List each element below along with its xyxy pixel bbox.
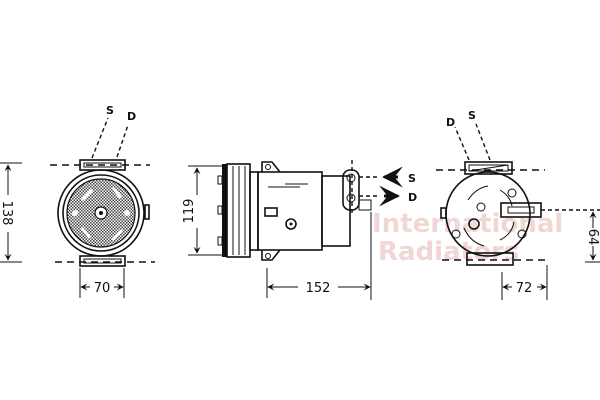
suction-port-label: S — [468, 109, 476, 122]
discharge-arrow-label: D — [408, 191, 417, 204]
suction-arrow-label: S — [408, 172, 416, 185]
length-dimension: 152 — [306, 281, 331, 296]
suction-port-label: S — [106, 104, 114, 117]
svg-text:Radiators: Radiators — [378, 237, 519, 267]
width-dimension: 72 — [516, 281, 533, 296]
side-view: 119 S D 152 — [182, 160, 417, 300]
offset-dimension: 64 — [585, 229, 600, 246]
front-view: S D 138 70 — [0, 104, 155, 298]
width-dimension: 70 — [94, 281, 111, 296]
discharge-port-label: D — [127, 110, 136, 123]
watermark: International Radiators — [372, 209, 563, 267]
height-dimension: 119 — [182, 199, 197, 224]
discharge-port-label: D — [446, 116, 455, 129]
height-dimension: 138 — [0, 201, 14, 226]
rear-view: D S 64 72 — [436, 109, 600, 300]
